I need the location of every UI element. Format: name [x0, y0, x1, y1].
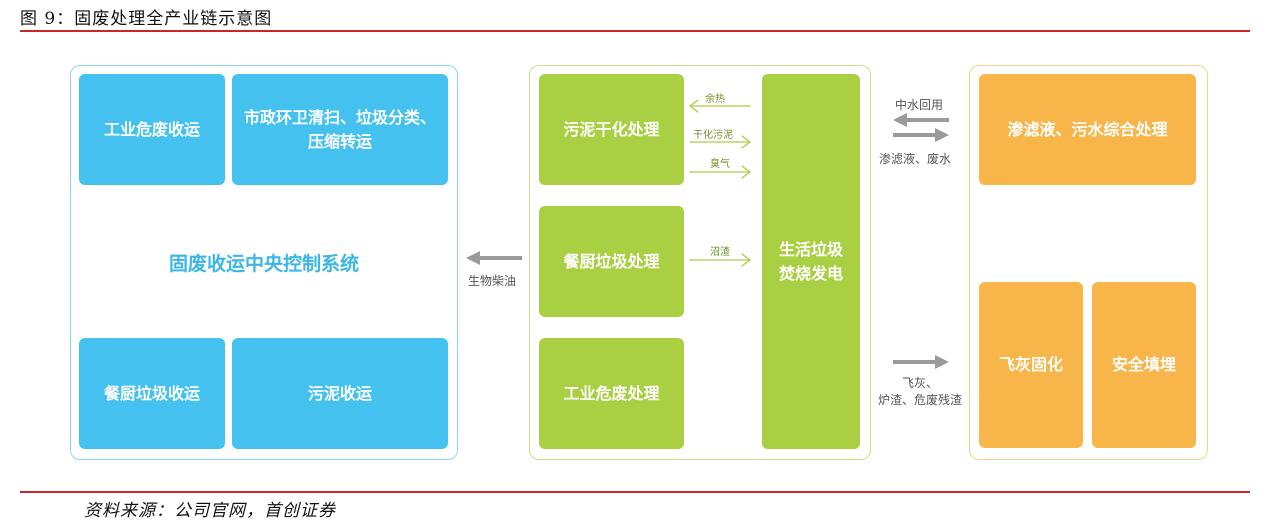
top-rule	[20, 30, 1250, 32]
box-secure-landfill: 安全填埋	[1092, 282, 1196, 448]
label-leachate: 渗滤液、废水	[879, 152, 952, 166]
box-leachate-treatment: 渗滤液、污水综合处理	[979, 74, 1196, 185]
arrow-odor	[689, 165, 751, 179]
arrow-leachate	[893, 128, 949, 142]
box-fly-ash-solidification: 飞灰固化	[979, 282, 1083, 448]
box-sludge-collection: 污泥收运	[232, 338, 448, 449]
arrow-biogas-residue	[689, 253, 751, 267]
box-industrial-hazwaste-collection: 工业危废收运	[79, 74, 225, 185]
arrow-biodiesel	[466, 251, 522, 265]
box-municipal-sanitation: 市政环卫清扫、垃圾分类、 压缩转运	[232, 74, 448, 185]
box-kitchen-waste-collection: 餐厨垃圾收运	[79, 338, 225, 449]
box-hazwaste-treatment: 工业危废处理	[539, 338, 684, 449]
arrow-reclaimed-water	[893, 113, 949, 127]
central-control-label: 固废收运中央控制系统	[168, 253, 359, 275]
label-odor: 臭气	[710, 159, 730, 170]
source-note: 资料来源：公司官网，首创证券	[84, 501, 336, 521]
bottom-rule	[20, 491, 1250, 493]
label-waste-heat: 余热	[705, 94, 725, 105]
arrow-dried-sludge	[689, 135, 751, 149]
label-dried-sludge: 干化污泥	[693, 130, 733, 141]
label-fly-ash: 飞灰、 炉渣、危废残渣	[877, 376, 962, 407]
label-reclaimed-water: 中水回用	[895, 98, 944, 112]
box-incineration-power: 生活垃圾 焚烧发电	[762, 74, 860, 449]
label-biodiesel: 生物柴油	[468, 274, 517, 288]
box-sludge-drying: 污泥干化处理	[539, 74, 684, 185]
box-kitchen-waste-treatment: 餐厨垃圾处理	[539, 206, 684, 317]
label-biogas-residue: 沼渣	[710, 247, 730, 258]
arrow-fly-ash	[893, 355, 949, 369]
arrow-waste-heat	[689, 99, 751, 113]
figure-title: 图 9：固废处理全产业链示意图	[20, 9, 273, 29]
